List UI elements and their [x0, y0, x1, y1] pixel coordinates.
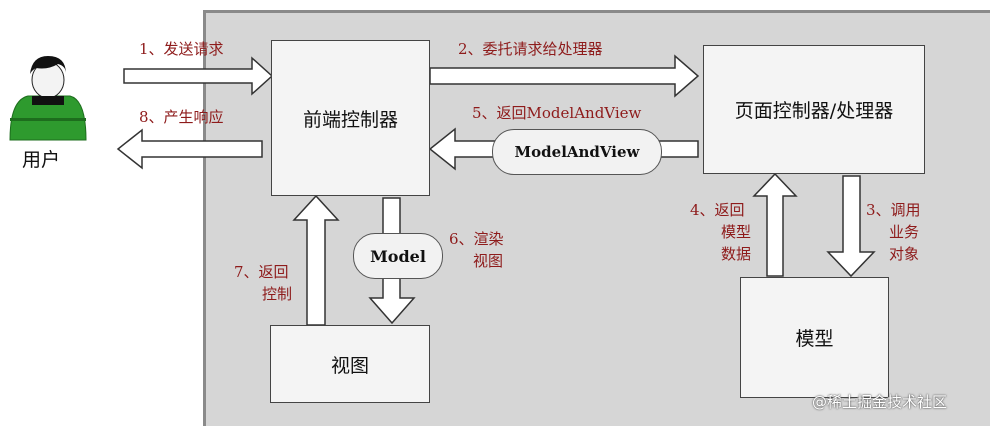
arrow-return-control	[292, 194, 340, 326]
step-6-line-1: 6、渲染	[449, 230, 504, 248]
front-controller-box: 前端控制器	[271, 40, 430, 196]
step-4-label: 4、返回 模型 数据	[690, 199, 751, 265]
arrow-response	[116, 128, 263, 170]
modelandview-pill-label: ModelAndView	[514, 143, 640, 161]
step-7-line-1: 7、返回	[234, 263, 289, 281]
step-7-line-2: 控制	[262, 285, 293, 303]
arrow-call-business	[826, 175, 876, 278]
step-6-line-2: 视图	[473, 252, 504, 270]
step-3-line-1: 3、调用	[866, 201, 921, 219]
arrow-return-model-data	[752, 172, 798, 277]
step-5-label: 5、返回ModelAndView	[472, 104, 642, 122]
step-3-line-2: 业务	[889, 223, 920, 241]
model-box: 模型	[740, 277, 889, 398]
step-1-label: 1、发送请求	[139, 40, 224, 58]
page-controller-box: 页面控制器/处理器	[703, 45, 925, 174]
page-controller-label: 页面控制器/处理器	[734, 100, 894, 122]
modelandview-pill: ModelAndView	[492, 129, 662, 175]
model-pill-label: Model	[370, 246, 426, 266]
model-label: 模型	[795, 328, 834, 350]
front-controller-label: 前端控制器	[302, 108, 398, 131]
arrow-delegate	[429, 54, 700, 98]
step-3-label: 3、调用 业务 对象	[866, 199, 921, 265]
user-label: 用户	[22, 149, 61, 171]
step-4-line-2: 模型	[721, 223, 752, 241]
step-6-label: 6、渲染 视图	[449, 228, 504, 272]
step-4-line-3: 数据	[721, 245, 752, 263]
arrow-send-request	[123, 56, 274, 96]
step-3-line-3: 对象	[889, 245, 920, 263]
step-2-label: 2、委托请求给处理器	[458, 40, 603, 58]
watermark: @稀土掘金技术社区	[812, 393, 948, 411]
user-icon	[9, 56, 87, 141]
view-box: 视图	[270, 325, 430, 403]
step-8-label: 8、产生响应	[139, 108, 224, 126]
step-4-line-1: 4、返回	[690, 201, 745, 219]
view-label: 视图	[330, 354, 369, 377]
step-7-label: 7、返回 控制	[234, 261, 292, 305]
model-pill: Model	[353, 233, 443, 279]
